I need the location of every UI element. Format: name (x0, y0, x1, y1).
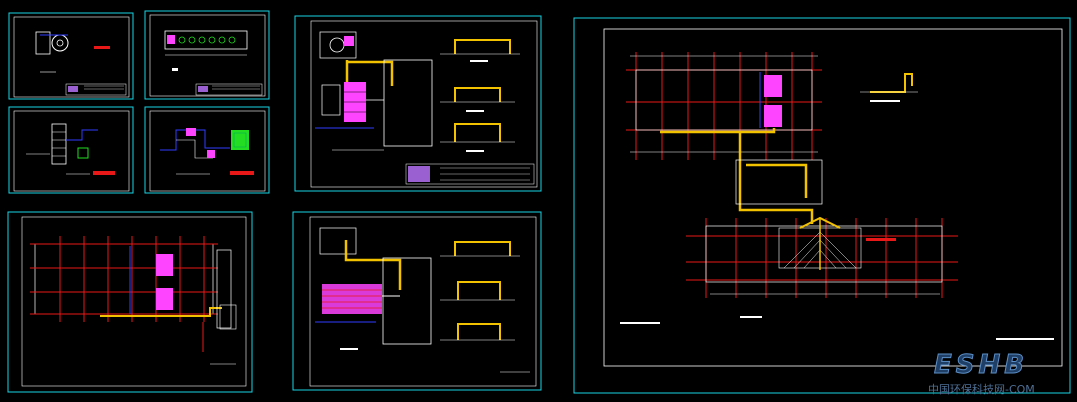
sheet-7 (292, 211, 542, 391)
sheet-3 (8, 106, 134, 194)
watermark-brand: ESHB (933, 350, 1029, 381)
sheet-1 (8, 12, 134, 100)
watermark-subtitle: 中国环保科技网-COM (928, 383, 1035, 396)
sheet-6 (294, 15, 542, 192)
sheet-4 (144, 106, 270, 194)
sheet-2 (144, 10, 270, 100)
sheet-5 (7, 211, 253, 393)
sheet-8 (573, 17, 1071, 394)
watermark: ESHB 中国环保科技网-COM (928, 350, 1074, 398)
